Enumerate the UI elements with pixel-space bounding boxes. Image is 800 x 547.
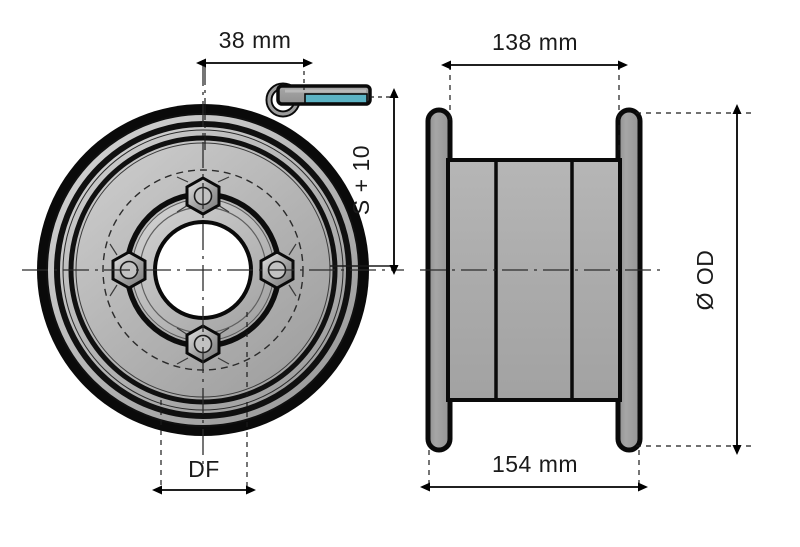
drum-front-view (22, 60, 404, 470)
dimension-outer-diameter: Ø OD (636, 104, 756, 455)
dimension-38mm: 38 mm (196, 27, 313, 150)
dimension-label-154mm: 154 mm (492, 451, 578, 477)
dimension-154mm: 154 mm (420, 450, 648, 492)
dimension-label-df: DF (188, 456, 220, 482)
dimension-df: DF (152, 312, 256, 495)
hook-icon-strap-accent (304, 93, 368, 104)
hex-bolt-icon-bottom (176, 324, 230, 365)
dimension-label-38mm: 38 mm (219, 27, 292, 53)
dimension-s-plus-10: S + 10 (330, 88, 399, 275)
side-barrel (446, 158, 622, 402)
cable-hook (265, 82, 372, 118)
dimension-label-138mm: 138 mm (492, 29, 578, 55)
drum-side-view (420, 107, 660, 453)
dimension-label-outer-diameter: Ø OD (692, 250, 718, 311)
dimension-label-s-plus-10: S + 10 (348, 145, 374, 215)
dimension-138mm: 138 mm (441, 29, 628, 152)
